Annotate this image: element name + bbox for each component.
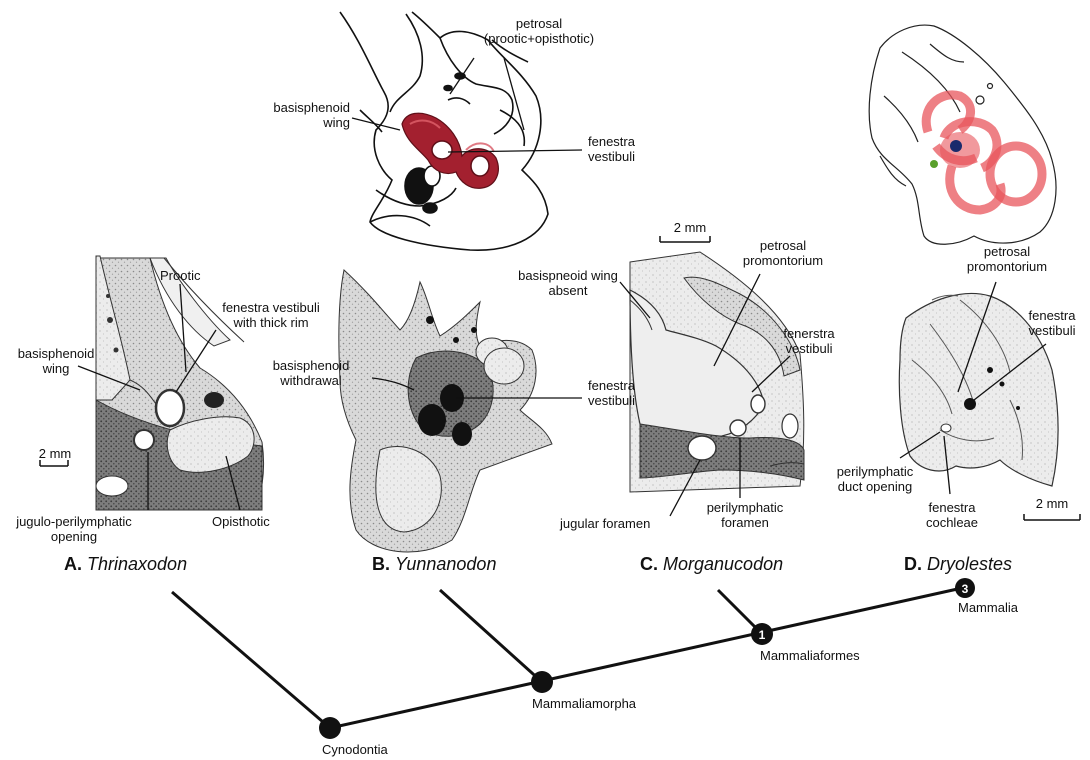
title-morganucodon: C. Morganucodon <box>640 554 783 575</box>
label-scale-a: 2 mm <box>30 446 80 461</box>
node-cynodontia <box>319 717 341 739</box>
title-dryolestes: D. Dryolestes <box>904 554 1012 575</box>
tree-label-cynodontia: Cynodontia <box>322 742 388 757</box>
title-thrinaxodon: A. Thrinaxodon <box>64 554 187 575</box>
yunnanodon-top-leaders <box>352 58 582 152</box>
title-yunnanodon: B. Yunnanodon <box>372 554 496 575</box>
label-fenestra-vestibuli-b: fenestra vestibuli <box>588 378 668 408</box>
label-scale-d: 2 mm <box>1026 496 1078 511</box>
label-jugular-foramen: jugular foramen <box>560 516 680 531</box>
label-jugulo-perilymphatic-opening: jugulo-perilymphatic opening <box>4 514 144 544</box>
dryolestes-scale-bar <box>1024 514 1080 520</box>
label-fenestra-vestibuli-d: fenestra vestibuli <box>1016 308 1088 338</box>
node-number-1: 1 <box>759 628 766 642</box>
label-perilymphatic-foramen: perilymphatic foramen <box>690 500 800 530</box>
morganucodon-scale-bar <box>660 236 710 242</box>
morganucodon-drawing <box>630 252 804 492</box>
label-prootic: Prootic <box>160 268 230 283</box>
label-basisphenoid-wing-a: basisphenoid wing <box>6 346 106 376</box>
label-basispneoid-wing-absent: basispneoid wing absent <box>498 268 638 298</box>
label-opisthotic: Opisthotic <box>212 514 292 529</box>
label-fenerstra-vestibuli: fenerstra vestibuli <box>764 326 854 356</box>
label-basisphenoid-wing-top: basisphenoid wing <box>258 100 350 130</box>
label-petrosal-prootic-opisthotic: petrosal (prootic+opisthotic) <box>464 16 614 46</box>
label-petrosal-promontorium-c: petrosal promontorium <box>728 238 838 268</box>
label-fenestra-vestibuli-top: fenestra vestibuli <box>588 134 668 164</box>
label-fenestra-vestibuli-thick-rim: fenestra vestibuli with thick rim <box>196 300 346 330</box>
node-number-3: 3 <box>962 582 969 596</box>
node-mammaliamorpha <box>531 671 553 693</box>
tree-label-mammaliaformes: Mammaliaformes <box>760 648 860 663</box>
tree-label-mammalia: Mammalia <box>958 600 1018 615</box>
label-fenestra-cochleae: fenestra cochleae <box>912 500 992 530</box>
label-perilymphatic-duct-opening: perilymphatic duct opening <box>820 464 930 494</box>
tree-label-mammaliamorpha: Mammaliamorpha <box>532 696 636 711</box>
label-petrosal-promontorium-d: petrosal promontorium <box>952 244 1062 274</box>
yunnanodon-stippled-drawing <box>339 270 552 552</box>
label-scale-c: 2 mm <box>664 220 716 235</box>
label-basisphenoid-withdrawal: basisphenoid withdrawal <box>256 358 366 388</box>
